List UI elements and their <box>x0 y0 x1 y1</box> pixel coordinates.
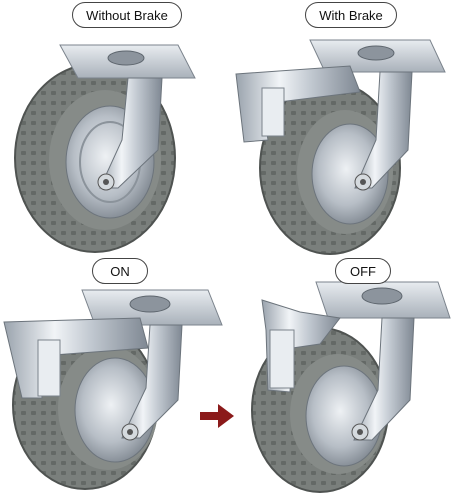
caster-with-brake <box>235 39 446 255</box>
caster-brake-off <box>251 281 451 493</box>
arrow-right-icon <box>200 404 234 428</box>
label-off: OFF <box>335 258 391 284</box>
caster-without-brake <box>14 44 196 253</box>
label-with-brake: With Brake <box>305 2 397 28</box>
caster-brake-on <box>3 289 223 490</box>
label-on: ON <box>92 258 148 284</box>
label-without-brake: Without Brake <box>72 2 182 28</box>
